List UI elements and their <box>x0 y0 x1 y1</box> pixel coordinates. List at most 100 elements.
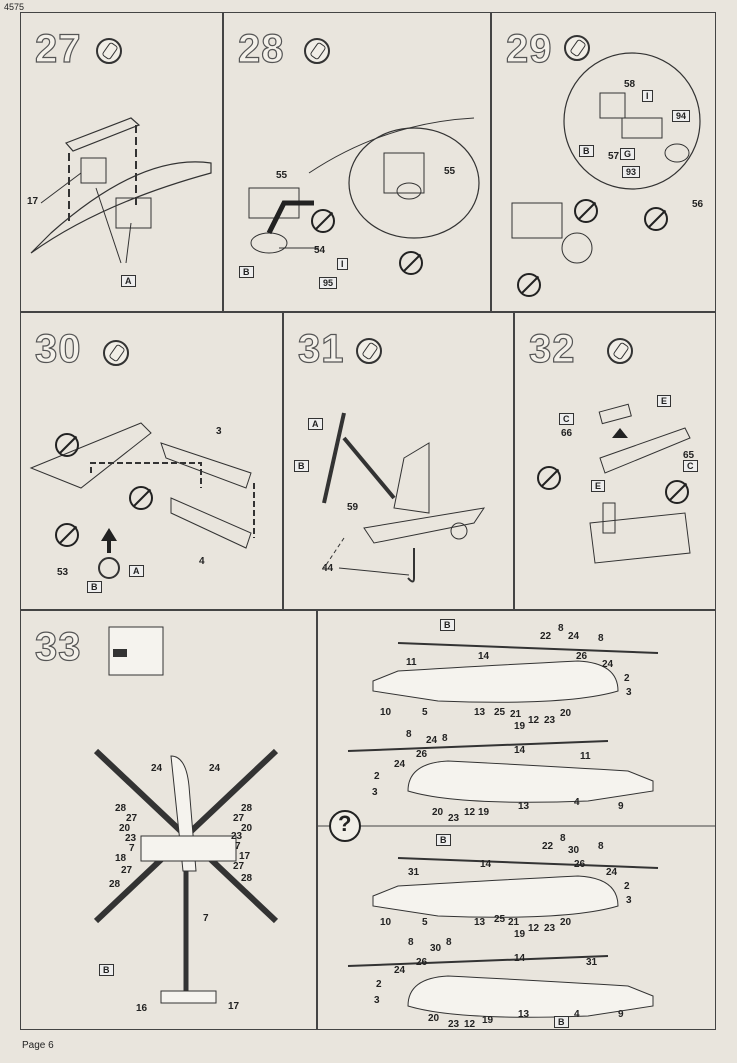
callout: 23 <box>544 923 556 934</box>
step-33-drawing <box>93 626 279 1004</box>
callout: 27 <box>233 861 245 872</box>
part-tag: E <box>591 480 606 492</box>
callout: 28 <box>241 873 253 884</box>
no-glue-icon <box>55 523 79 547</box>
callout: 17 <box>27 196 39 207</box>
callout: 27 <box>121 865 133 876</box>
callout: 24 <box>394 965 406 976</box>
callout: 23 <box>231 831 243 842</box>
callout: 27 <box>126 813 138 824</box>
callout: 9 <box>618 1009 624 1020</box>
callout: 14 <box>514 745 526 756</box>
callout: 17 <box>239 851 251 862</box>
no-glue-icon <box>665 480 689 504</box>
callout: 3 <box>626 687 632 698</box>
callout: 26 <box>416 749 428 760</box>
part-tag: B <box>436 834 451 846</box>
glue-icon <box>304 38 330 64</box>
profile-3 <box>372 857 659 918</box>
callout: 11 <box>406 657 417 668</box>
part-tag: B <box>579 145 594 157</box>
step-number: 33 <box>34 624 82 669</box>
callout: 13 <box>474 917 486 928</box>
callout: 10 <box>380 917 392 928</box>
part-tag: B <box>554 1016 569 1028</box>
callout: 2 <box>624 673 630 684</box>
question-mark: ? <box>338 811 352 836</box>
callout: 8 <box>598 841 604 852</box>
no-glue-icon <box>399 251 423 275</box>
step-31: 31 59 44 A B <box>283 312 514 610</box>
callout: 3 <box>374 995 380 1006</box>
callout: 57 <box>608 151 620 162</box>
part-tag: 94 <box>672 110 691 122</box>
callout: 7 <box>235 841 241 852</box>
callout: 13 <box>518 801 530 812</box>
part-tag: C <box>683 460 698 472</box>
callout: 28 <box>109 879 121 890</box>
callout: 20 <box>432 807 444 818</box>
callout: 24 <box>151 763 163 774</box>
callout: 20 <box>560 708 572 719</box>
callout: 66 <box>561 428 573 439</box>
callout: 8 <box>442 733 448 744</box>
step-28-drawing <box>248 117 480 254</box>
no-glue-icon <box>517 273 541 297</box>
glue-icon <box>607 338 633 364</box>
callout: 4 <box>574 1009 580 1020</box>
callout: 19 <box>514 929 526 940</box>
callout: 23 <box>544 715 556 726</box>
no-glue-icon <box>537 466 561 490</box>
part-tag: I <box>337 258 348 270</box>
part-tag: E <box>657 395 672 407</box>
step-32: 32 66 65 C E E C <box>514 312 716 610</box>
step-27-drawing <box>30 117 212 264</box>
part-tag: B <box>440 619 455 631</box>
callout: 14 <box>514 953 526 964</box>
callout: 21 <box>508 917 520 928</box>
callout: 22 <box>542 841 554 852</box>
callout: 24 <box>568 631 580 642</box>
callout: 65 <box>683 450 695 461</box>
callout: 24 <box>394 759 406 770</box>
callout: 13 <box>518 1009 530 1020</box>
callout: 19 <box>514 721 526 732</box>
callout: 13 <box>474 707 486 718</box>
step-number: 29 <box>505 26 553 71</box>
callout: 3 <box>372 787 378 798</box>
callout: 11 <box>580 751 591 762</box>
callout: 23 <box>448 1019 460 1030</box>
callout: 8 <box>446 937 452 948</box>
callout: 56 <box>692 199 704 210</box>
callout: 27 <box>233 813 245 824</box>
callout: 58 <box>624 79 636 90</box>
callout: 18 <box>115 853 127 864</box>
step-32-drawing <box>589 403 691 564</box>
callout: 20 <box>428 1013 440 1024</box>
callout: 8 <box>560 833 566 844</box>
callout: 3 <box>216 426 222 437</box>
callout: 19 <box>478 807 490 818</box>
callout: 2 <box>624 881 630 892</box>
callout: 30 <box>568 845 580 856</box>
part-tag: 95 <box>319 277 338 289</box>
profiles-drawing <box>318 642 715 1018</box>
callout: 31 <box>586 957 598 968</box>
callout: 8 <box>408 937 414 948</box>
callout: 26 <box>574 859 586 870</box>
callout: 8 <box>598 633 604 644</box>
callout: 55 <box>276 170 288 181</box>
step-number: 31 <box>297 326 345 371</box>
callout: 28 <box>115 803 127 814</box>
step-29-drawing <box>511 52 701 264</box>
callout: 31 <box>408 867 420 878</box>
callout: 19 <box>482 1015 494 1026</box>
callout: 26 <box>416 957 428 968</box>
callout: 12 <box>528 923 540 934</box>
callout: 4 <box>199 556 205 567</box>
callout: 12 <box>464 807 476 818</box>
callout: 53 <box>57 567 69 578</box>
callout: 30 <box>430 943 442 954</box>
step-30: 30 3 4 53 B A <box>20 312 283 610</box>
callout: 23 <box>125 833 137 844</box>
